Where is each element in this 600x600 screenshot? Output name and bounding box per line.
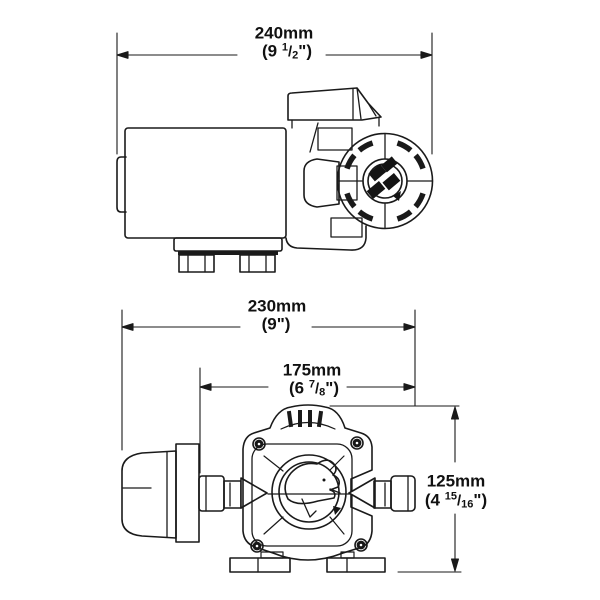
arrowhead-left	[116, 51, 129, 59]
dimension-body-width	[199, 367, 416, 474]
dim-overall-width-metric: 230mm	[245, 296, 309, 316]
motor-body	[124, 127, 287, 239]
corner-screws	[250, 436, 368, 553]
front-cover-circle	[336, 132, 434, 230]
arrowhead-left	[121, 323, 134, 331]
hub-brand-logo-icon	[366, 156, 401, 201]
motor-end-cap	[116, 156, 127, 213]
arrowhead-up	[450, 406, 460, 420]
mounting-feet-side	[173, 237, 283, 273]
inlet-port-fitting	[198, 475, 268, 512]
arrowhead-left	[199, 383, 212, 391]
mounting-feet-plan	[229, 551, 386, 573]
arrowhead-down	[450, 558, 460, 572]
dimension-overall-length	[116, 32, 433, 155]
motor-cap-plan	[121, 443, 200, 543]
arrowhead-right	[403, 323, 416, 331]
pump-side-view-drawing	[116, 87, 434, 273]
pump-head-body	[285, 122, 367, 251]
dimension-overall-width	[121, 309, 416, 451]
pressure-switch-housing	[287, 87, 382, 129]
arrowhead-right	[420, 51, 433, 59]
arrowhead-right	[403, 383, 416, 391]
dimension-height	[329, 405, 462, 573]
dim-height-imperial: (4 15/16")	[422, 490, 490, 511]
dim-overall-length-imperial: (9 1/2")	[260, 41, 314, 62]
dim-overall-width-imperial: (9")	[259, 314, 293, 335]
vent-slots	[286, 410, 324, 428]
dim-body-width-metric: 175mm	[280, 360, 344, 380]
dim-height-metric: 125mm	[424, 471, 488, 491]
dim-body-width-imperial: (6 7/8")	[287, 378, 341, 399]
clamp-knob	[303, 158, 340, 208]
outlet-port-fitting	[348, 475, 416, 512]
dim-overall-length-metric: 240mm	[252, 23, 316, 43]
brand-emblem-whale-icon	[267, 454, 351, 530]
cover-vent-slots	[344, 140, 426, 222]
pump-plan-view-drawing	[121, 404, 416, 573]
pump-body-plan	[242, 404, 373, 561]
